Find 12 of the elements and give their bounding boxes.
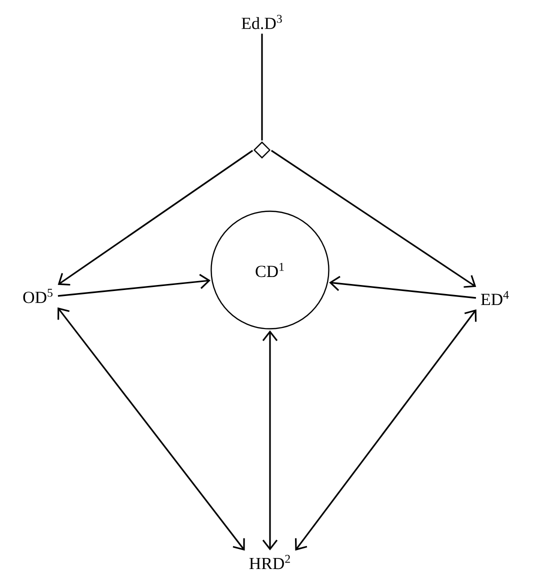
arrow xyxy=(295,309,477,551)
arrow xyxy=(58,307,245,551)
circle-node: CD$^{1}$ xyxy=(210,210,330,330)
arrow xyxy=(329,276,476,299)
node-label: ED$^{4}$ xyxy=(480,290,509,306)
arrow xyxy=(262,330,278,550)
arrow xyxy=(58,150,254,286)
node-label: HRD$^{2}$ xyxy=(249,554,290,570)
arrow xyxy=(270,150,476,288)
node-label: Ed.D$^{3}$ xyxy=(242,14,282,30)
arrow xyxy=(58,274,211,297)
node-label: OD$^{5}$ xyxy=(23,288,52,304)
